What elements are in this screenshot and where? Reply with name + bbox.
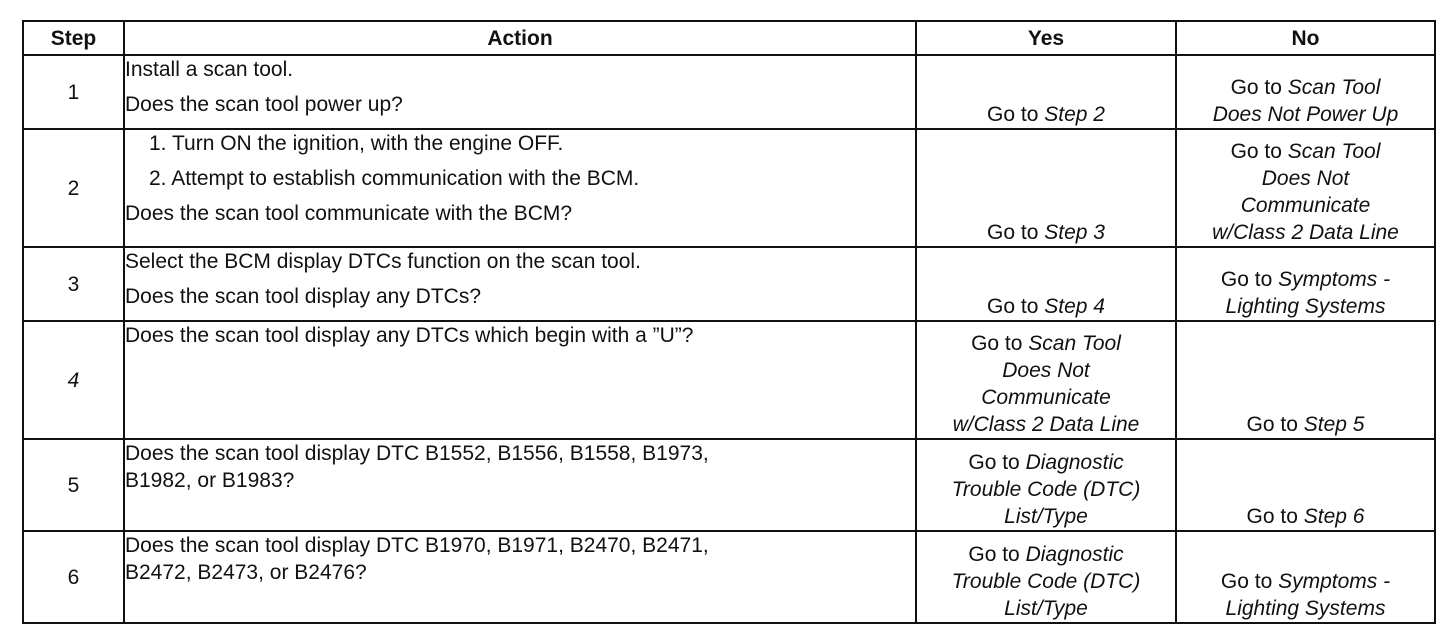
yes-link[interactable]: Step 3: [1044, 221, 1105, 244]
no-link[interactable]: Symptoms -: [1278, 570, 1391, 593]
table-row: 4 Does the scan tool display any DTCs wh…: [22, 320, 1436, 440]
header-step: Step: [22, 20, 125, 56]
action-cell: Select the BCM display DTCs function on …: [123, 246, 917, 322]
table-row: 2 1. Turn ON the ignition, with the engi…: [22, 128, 1436, 248]
header-action: Action: [123, 20, 917, 56]
action-question: Does the scan tool display DTC B1552, B1…: [125, 442, 709, 465]
action-question: Does the scan tool display any DTCs?: [125, 285, 482, 308]
go-to-text: Go to: [971, 332, 1029, 355]
no-link-cont[interactable]: w/Class 2 Data Line: [1212, 221, 1399, 244]
yes-link[interactable]: Scan Tool: [1028, 332, 1121, 355]
go-to-text: Go to: [968, 451, 1026, 474]
no-cell: Go to Step 5: [1175, 320, 1436, 440]
yes-link-cont[interactable]: Trouble Code (DTC): [951, 570, 1141, 593]
action-question-cont: B1982, or B1983?: [125, 469, 295, 492]
action-question: Does the scan tool communicate with the …: [125, 202, 573, 225]
go-to-text: Go to: [1230, 140, 1288, 163]
action-cell: Does the scan tool display DTC B1552, B1…: [123, 438, 917, 532]
step-number: 6: [22, 530, 125, 624]
action-question: Does the scan tool display DTC B1970, B1…: [125, 534, 709, 557]
go-to-text: Go to: [1246, 505, 1304, 528]
action-instruction: Install a scan tool.: [125, 58, 294, 81]
go-to-text: Go to: [1220, 570, 1279, 593]
action-question: Does the scan tool display any DTCs whic…: [125, 324, 694, 347]
no-cell: Go to Symptoms - Lighting Systems: [1175, 246, 1436, 322]
step-number: 4: [22, 320, 125, 440]
yes-cell: Go to Step 4: [915, 246, 1177, 322]
yes-link-cont[interactable]: Communicate: [981, 386, 1111, 409]
yes-cell: Go to Diagnostic Trouble Code (DTC) List…: [915, 438, 1177, 532]
yes-link[interactable]: Step 2: [1044, 103, 1105, 126]
no-link[interactable]: Step 6: [1303, 505, 1365, 528]
yes-link[interactable]: Diagnostic: [1025, 543, 1124, 566]
no-link-cont[interactable]: Does Not: [1261, 167, 1350, 190]
no-cell: Go to Scan Tool Does Not Communicate w/C…: [1175, 128, 1436, 248]
no-cell: Go to Scan Tool Does Not Power Up: [1175, 54, 1436, 130]
yes-cell: Go to Step 3: [915, 128, 1177, 248]
no-link[interactable]: Scan Tool: [1287, 76, 1381, 99]
go-to-text: Go to: [1230, 76, 1288, 99]
step-number: 3: [22, 246, 125, 322]
go-to-text: Go to: [1220, 268, 1279, 291]
action-cell: Does the scan tool display any DTCs whic…: [123, 320, 917, 440]
yes-cell: Go to Diagnostic Trouble Code (DTC) List…: [915, 530, 1177, 624]
action-cell: 1. Turn ON the ignition, with the engine…: [123, 128, 917, 248]
header-yes: Yes: [915, 20, 1177, 56]
yes-link-cont[interactable]: Trouble Code (DTC): [951, 478, 1141, 501]
table-row: 3 Select the BCM display DTCs function o…: [22, 246, 1436, 322]
yes-cell: Go to Scan Tool Does Not Communicate w/C…: [915, 320, 1177, 440]
no-link-cont[interactable]: Lighting Systems: [1225, 295, 1386, 318]
header-no: No: [1175, 20, 1436, 56]
go-to-text: Go to: [968, 543, 1026, 566]
step-number: 2: [22, 128, 125, 248]
go-to-text: Go to: [1246, 413, 1304, 436]
action-list-item: 2. Attempt to establish communication wi…: [149, 167, 640, 190]
no-link-cont[interactable]: Communicate: [1240, 194, 1371, 217]
table-row: 5 Does the scan tool display DTC B1552, …: [22, 438, 1436, 532]
yes-cell: Go to Step 2: [915, 54, 1177, 130]
go-to-text: Go to: [987, 103, 1045, 126]
action-instruction: Select the BCM display DTCs function on …: [125, 250, 641, 273]
step-number: 5: [22, 438, 125, 532]
diagnostic-table: Step Action Yes No 1 Install a scan tool…: [22, 20, 1436, 624]
no-link-cont[interactable]: Does Not Power Up: [1212, 103, 1399, 126]
action-cell: Install a scan tool. Does the scan tool …: [123, 54, 917, 130]
table-row: 6 Does the scan tool display DTC B1970, …: [22, 530, 1436, 624]
action-list-item: 1. Turn ON the ignition, with the engine…: [149, 132, 564, 155]
action-cell: Does the scan tool display DTC B1970, B1…: [123, 530, 917, 624]
action-question-cont: B2472, B2473, or B2476?: [125, 561, 367, 584]
table-row: 1 Install a scan tool. Does the scan too…: [22, 54, 1436, 130]
yes-link[interactable]: Step 4: [1044, 295, 1105, 318]
no-link[interactable]: Step 5: [1303, 413, 1365, 436]
no-link[interactable]: Scan Tool: [1287, 140, 1381, 163]
no-link-cont[interactable]: Lighting Systems: [1225, 597, 1386, 620]
no-link[interactable]: Symptoms -: [1278, 268, 1391, 291]
go-to-text: Go to: [987, 295, 1045, 318]
yes-link-cont[interactable]: Does Not: [1002, 359, 1090, 382]
yes-link-cont[interactable]: w/Class 2 Data Line: [952, 413, 1140, 436]
yes-link-cont[interactable]: List/Type: [1004, 505, 1088, 528]
action-question: Does the scan tool power up?: [125, 93, 403, 116]
step-number: 1: [22, 54, 125, 130]
yes-link[interactable]: Diagnostic: [1025, 451, 1124, 474]
yes-link-cont[interactable]: List/Type: [1004, 597, 1088, 620]
no-cell: Go to Symptoms - Lighting Systems: [1175, 530, 1436, 624]
go-to-text: Go to: [987, 221, 1045, 244]
no-cell: Go to Step 6: [1175, 438, 1436, 532]
header-row: Step Action Yes No: [22, 20, 1436, 56]
